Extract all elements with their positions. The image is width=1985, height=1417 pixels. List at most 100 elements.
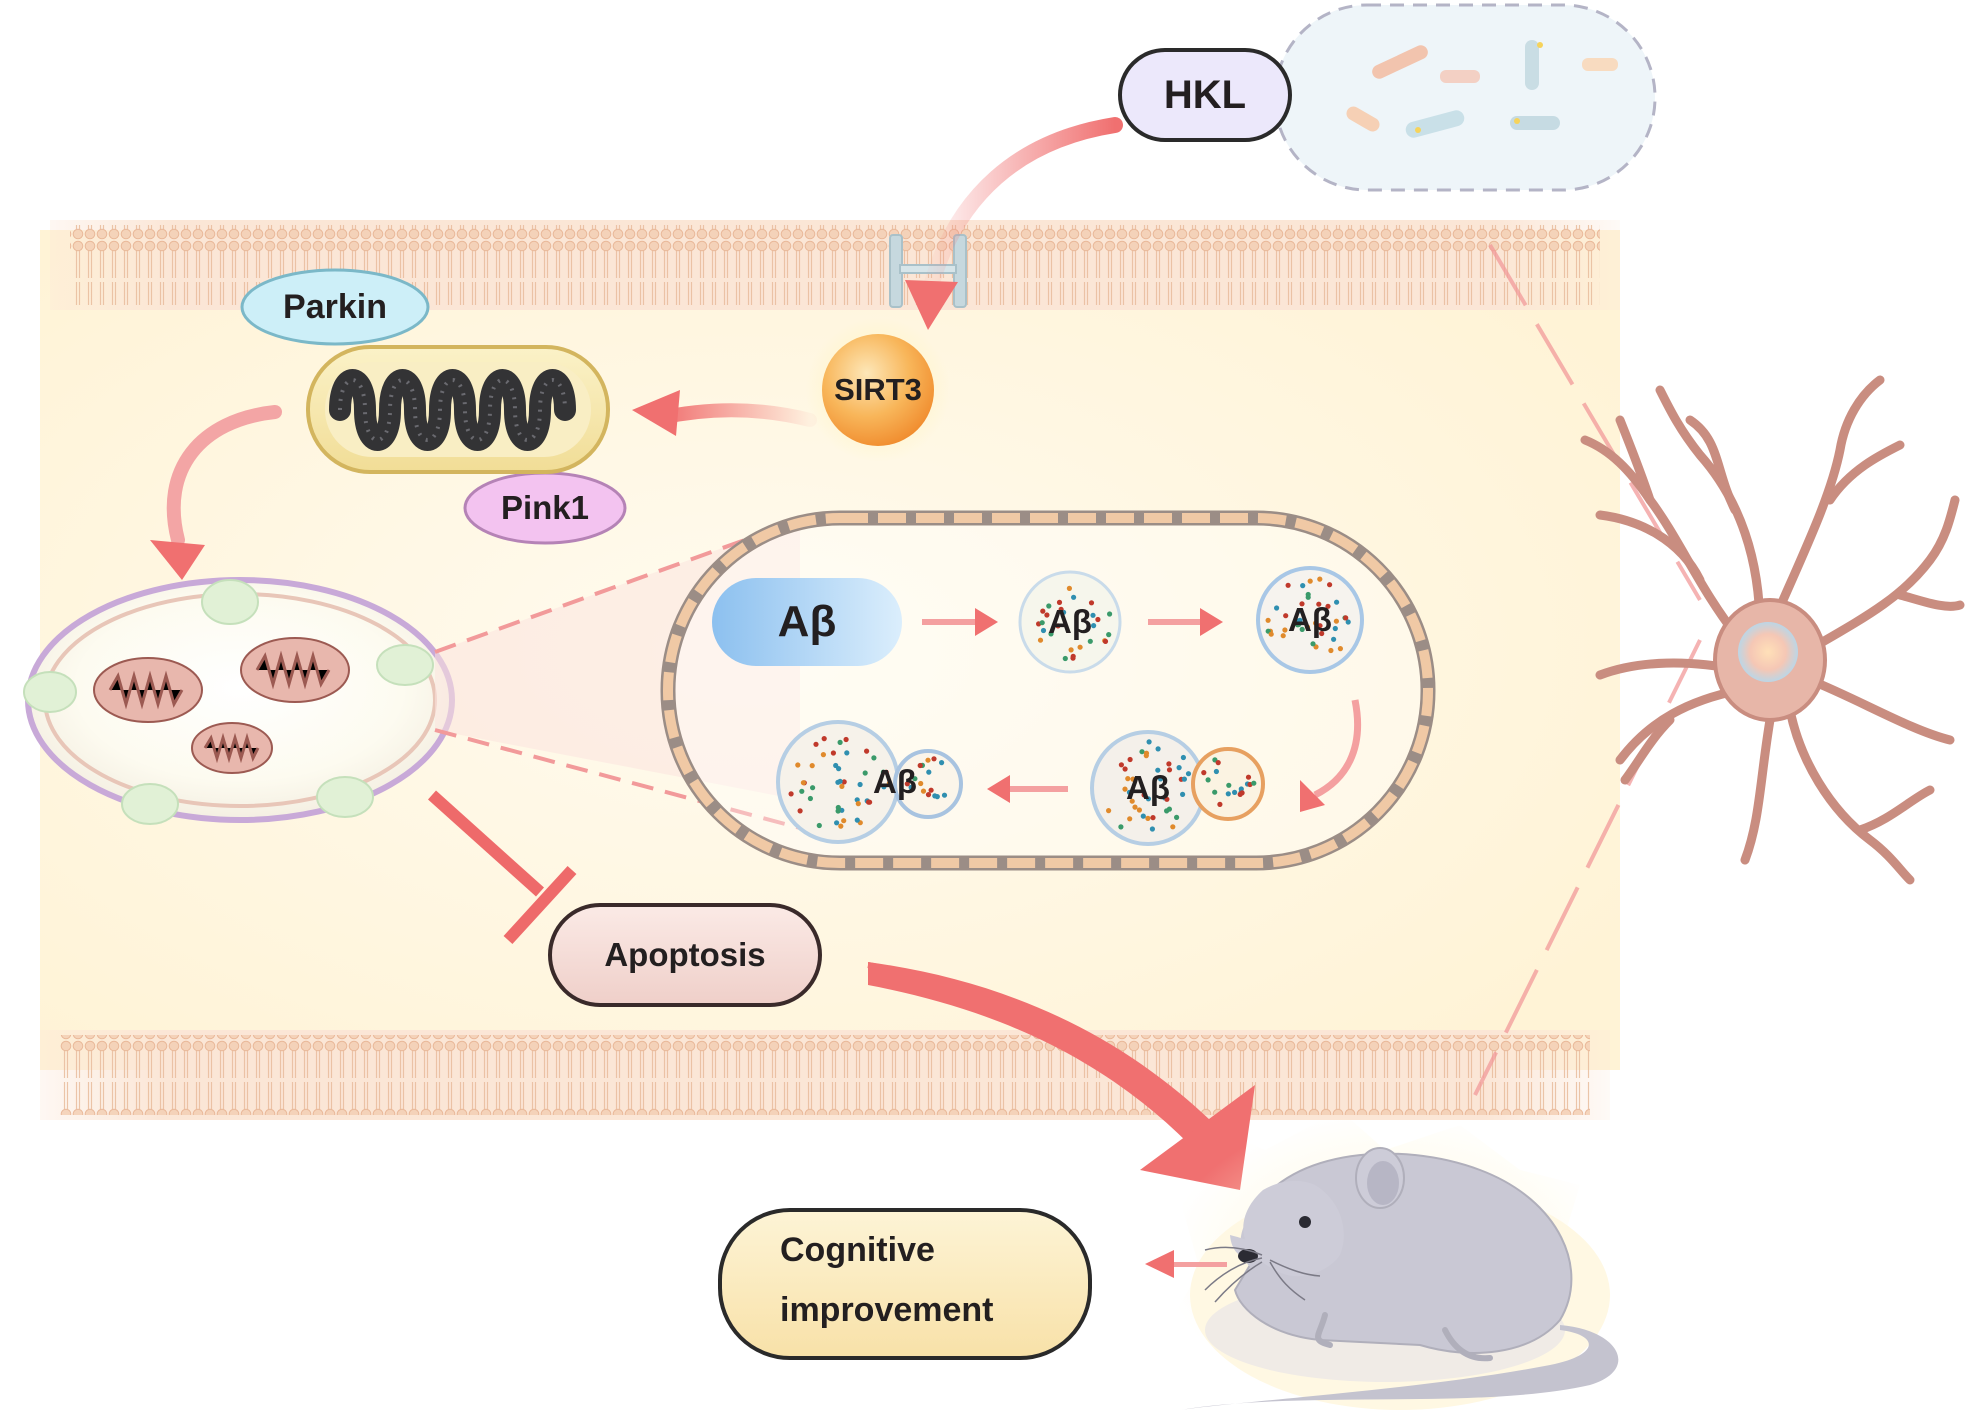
apoptosis-node [548,903,822,1007]
abeta-particle [1201,770,1207,776]
cell-membrane-bottom [40,1030,1610,1120]
abeta-particle [1164,808,1170,814]
abeta-particle [1299,626,1305,633]
apoptosis-label: Apoptosis [604,936,766,973]
abeta-particle [807,795,814,802]
abeta-particle [1139,749,1145,755]
abeta-particle [1149,826,1155,832]
abeta-particle [1088,600,1095,606]
abeta-particle [926,769,932,775]
abeta-particle [1213,768,1219,775]
cognitive-node [718,1208,1092,1360]
abeta-particle [1122,766,1128,772]
abeta-particle [1106,808,1112,814]
abeta-particle [1296,621,1302,628]
abeta-particle [1282,627,1288,633]
abeta-particle [1066,585,1072,592]
abeta-particle [1145,796,1151,802]
abeta-particle [1122,786,1128,792]
arrow-mouse-to-cognitive [1145,1250,1227,1278]
abeta-particle [1145,815,1151,822]
abeta-particle [904,781,910,787]
abeta-particle [871,755,877,761]
sirt3-node [806,318,950,462]
abeta-particle [1095,616,1101,623]
abeta-particle [1237,791,1243,798]
abeta-particle [932,793,938,799]
abeta-particle [855,801,861,807]
abeta-particle [1037,637,1044,643]
abeta-particle [1174,814,1180,821]
abeta-particle [1226,782,1232,788]
abeta-particles [788,576,1351,832]
abeta-particle [788,791,794,797]
abeta-particle [1136,807,1142,813]
abeta-particle [834,820,840,826]
abeta-particle [1217,801,1223,808]
abeta-particle [1170,824,1176,830]
abeta-stage3-label: Aβ [1288,601,1332,638]
abeta-particle [1265,617,1271,623]
mouse-illustration [1180,1147,1619,1410]
abeta-particle [1238,786,1244,792]
arrow-mitochondrion-to-mitophagy [150,405,282,580]
abeta-particle [1062,655,1068,662]
abeta-particle [1155,767,1161,773]
abeta-particle [841,818,847,824]
abeta-stage-arrows [922,608,1362,812]
abeta-particle [881,784,887,790]
abeta-particle [838,823,844,829]
abeta-particle [1304,624,1311,630]
abeta-particle [1327,582,1333,588]
abeta-stage3-vesicle [1256,566,1364,674]
abeta-particle [809,763,815,769]
abeta-particle [1180,754,1186,761]
abeta-particle [836,766,842,772]
abeta-stage2-label: Aβ [1048,603,1092,640]
abeta-particle [866,799,872,805]
abeta-particle [816,822,822,829]
abeta-particle [1251,780,1257,786]
abeta-particle [1127,816,1133,822]
abeta-stage5-label: Aβ [873,763,917,800]
abeta-particle [820,752,827,758]
abeta-particle [1280,633,1286,639]
abeta-particle [837,739,843,746]
abeta-particle [1345,619,1351,625]
abeta-particle [1126,789,1133,796]
abeta-particle [1158,776,1164,782]
abeta-particle [841,779,847,785]
abeta-particle [1118,762,1124,768]
abeta-particle [925,792,932,798]
abeta-particle [1181,776,1187,782]
abeta-particle [1225,791,1231,797]
abeta-particle [1313,620,1319,626]
abeta-particle [1040,627,1047,634]
abeta-particle [854,817,860,823]
abeta-particle [1292,620,1298,626]
abeta-particle [839,783,845,790]
abeta-particle [1127,756,1133,763]
abeta-particle [886,780,893,786]
abeta-particle [1087,638,1093,644]
cell-membrane-top [50,220,1620,310]
mitochondrion [306,345,610,474]
abeta-particle [1316,601,1322,607]
abeta-particle [1334,599,1340,605]
abeta-particle [1299,601,1305,607]
inhibition-to-apoptosis [427,790,577,945]
abeta-particle [1102,638,1109,645]
abeta-particle [862,770,868,776]
arrow-hkl-to-sirt3 [905,117,1123,330]
abeta-particle [1140,813,1146,819]
abeta-particle [1056,599,1063,606]
abeta-particle [1343,615,1349,621]
hkl-node [1118,48,1292,142]
abeta-particle [1091,623,1097,629]
abeta-stage1-shape [712,578,902,666]
abeta-particle [800,780,807,786]
abeta-particle [1150,815,1156,821]
abeta-particle [1039,620,1045,626]
abeta-particle [1274,605,1280,611]
abeta-particle [908,784,914,790]
